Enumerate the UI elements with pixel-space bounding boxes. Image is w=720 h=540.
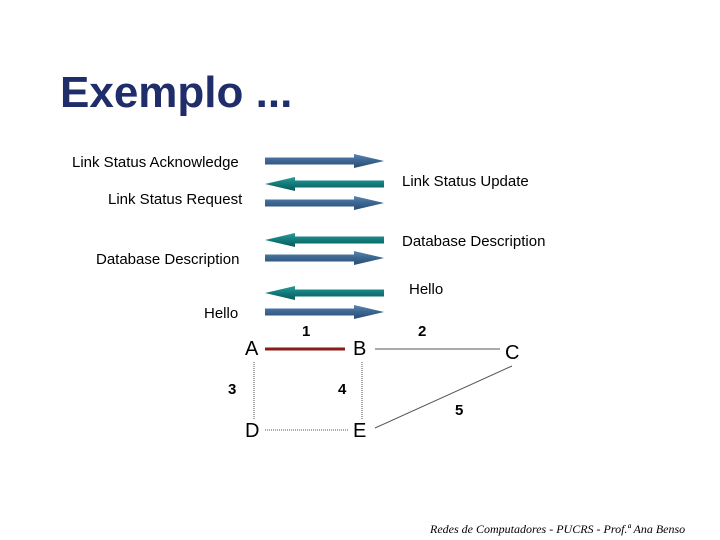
arrow-hello-right <box>265 305 384 319</box>
arrow-link-status-request <box>265 196 384 210</box>
router-node-a: A <box>245 338 259 360</box>
link-number-be: 4 <box>338 381 347 398</box>
router-node-b: B <box>353 338 367 360</box>
message-label-link-status-update: Link Status Update <box>402 173 529 190</box>
arrow-hello-left <box>265 286 384 300</box>
message-label-database-description-right: Database Description <box>96 251 240 268</box>
arrow-link-status-acknowledge <box>265 154 384 168</box>
link-number-ad: 3 <box>228 381 237 398</box>
message-label-link-status-request: Link Status Request <box>108 191 243 208</box>
message-label-hello-left: Hello <box>409 281 444 298</box>
link-number-ab: 1 <box>302 323 311 340</box>
arrow-database-description-right <box>265 251 384 265</box>
router-node-c: C <box>505 342 520 364</box>
message-label-database-description-left: Database Description <box>402 233 546 250</box>
slide-title: Exemplo ... <box>60 68 293 117</box>
message-label-link-status-acknowledge: Link Status Acknowledge <box>72 154 239 171</box>
router-node-d: D <box>245 420 260 442</box>
router-node-e: E <box>353 420 367 442</box>
link-number-bc: 2 <box>418 323 427 340</box>
message-label-hello-right: Hello <box>204 305 239 322</box>
link-number-ec: 5 <box>455 402 464 419</box>
link-e-c <box>374 365 513 429</box>
slide-footer: Redes de Computadores - PUCRS - Prof.ª A… <box>430 522 686 536</box>
arrow-database-description-left <box>265 233 384 247</box>
arrow-link-status-update <box>265 177 384 191</box>
